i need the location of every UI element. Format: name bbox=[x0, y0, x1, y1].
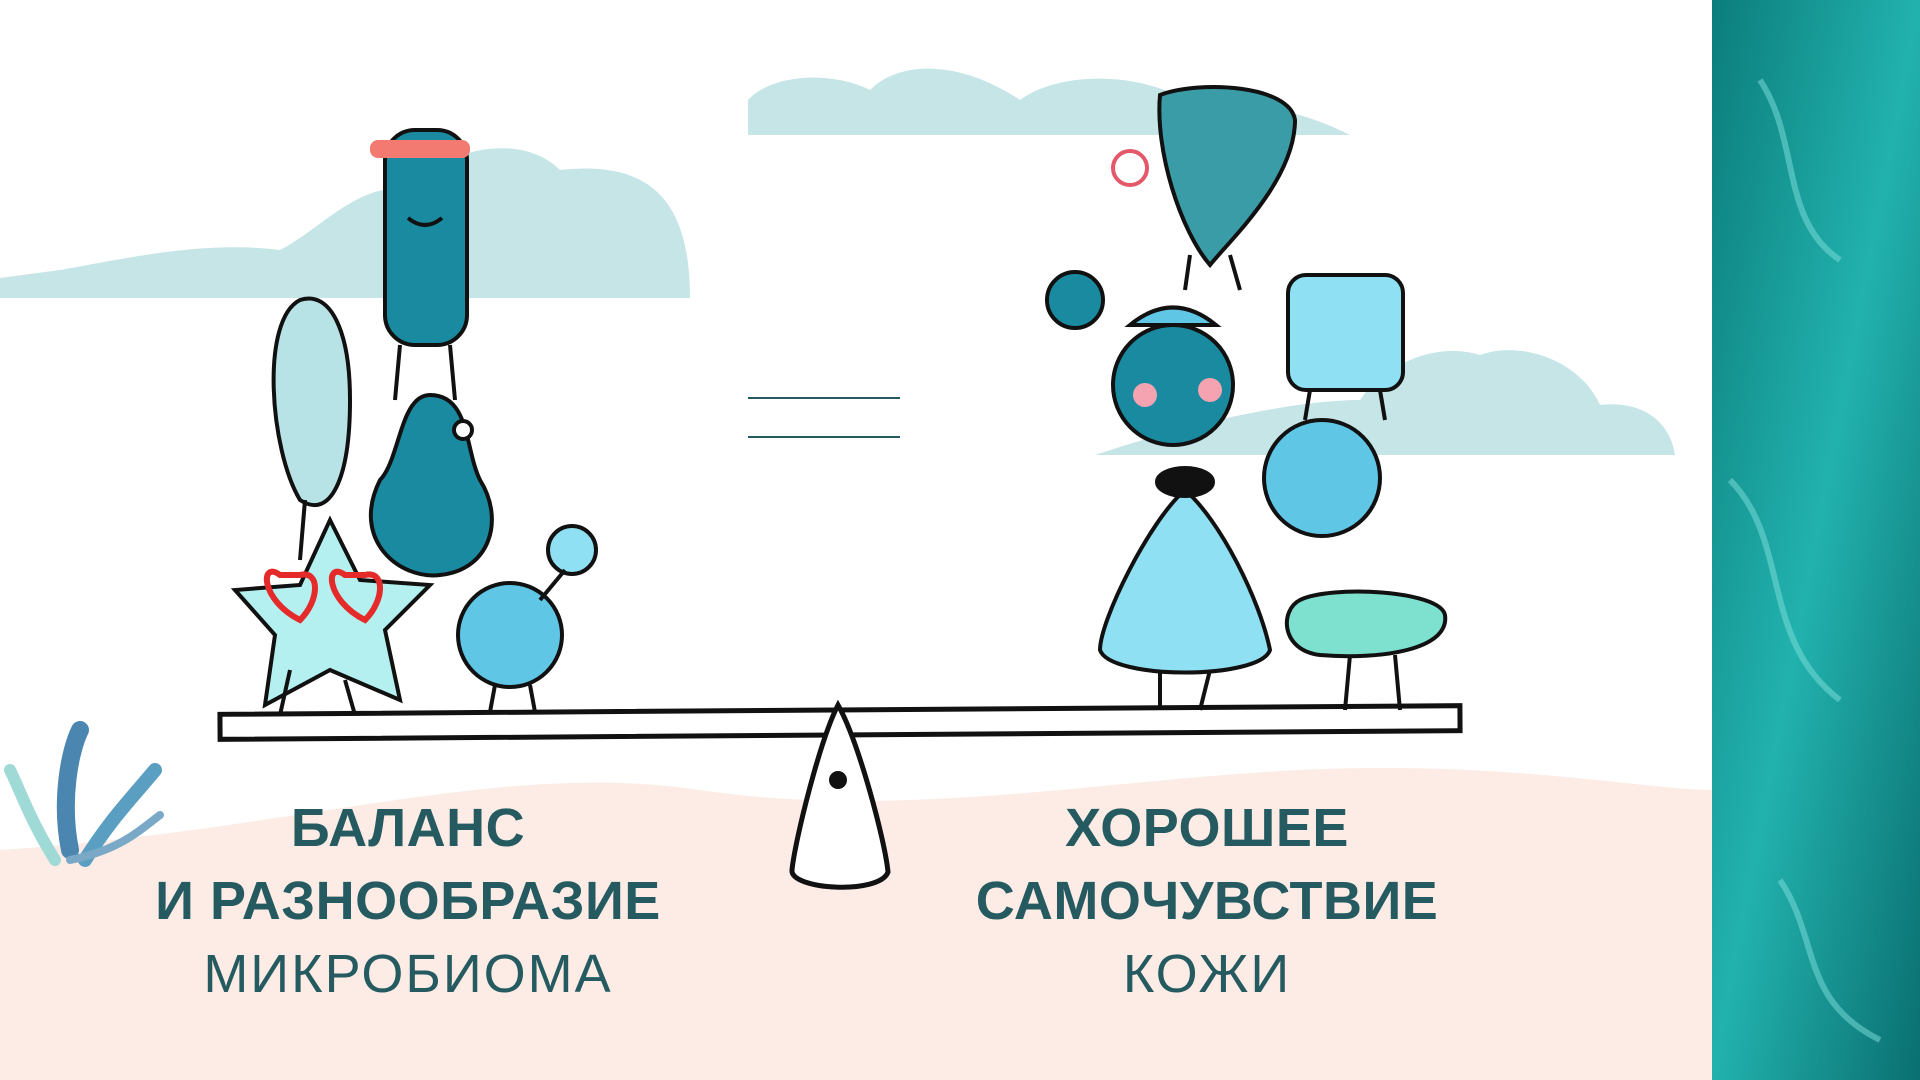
cone-microbe-bowler-hat bbox=[1097, 466, 1273, 711]
ground-background bbox=[0, 767, 1712, 1080]
right-microbe-characters bbox=[1045, 85, 1448, 711]
right-caption: ХОРОШЕЕ САМОЧУВСТВИЕ КОЖИ bbox=[857, 792, 1557, 1011]
right-caption-line2: САМОЧУВСТВИЕ bbox=[975, 871, 1439, 931]
flat-microbe-sleepy bbox=[1285, 589, 1448, 711]
pear-microbe-winking bbox=[368, 392, 494, 578]
small-round-microbe-bow bbox=[456, 524, 598, 713]
left-caption-line2: И РАЗНООБРАЗИЕ bbox=[155, 871, 661, 931]
square-microbe-tongue bbox=[1286, 273, 1405, 421]
star-microbe-heart-glasses bbox=[230, 515, 435, 716]
right-caption-line1: ХОРОШЕЕ bbox=[1065, 798, 1349, 858]
triangle-microbe-lollipop bbox=[1111, 85, 1298, 291]
seesaw-fulcrum bbox=[789, 699, 891, 890]
left-microbe-characters bbox=[230, 128, 598, 716]
bald-microbe-with-headphones bbox=[271, 296, 353, 561]
right-caption-line3: КОЖИ bbox=[1122, 944, 1292, 1004]
round-microbe-hat bbox=[1045, 270, 1235, 447]
round-microbe-sad bbox=[1262, 418, 1382, 538]
teal-water-panel bbox=[1712, 0, 1920, 1080]
tall-rod-microbe bbox=[370, 128, 470, 401]
left-caption-line1: БАЛАНС bbox=[290, 798, 526, 858]
left-caption: БАЛАНС И РАЗНООБРАЗИЕ МИКРОБИОМА bbox=[58, 792, 758, 1011]
left-caption-line3: МИКРОБИОМА bbox=[203, 944, 613, 1004]
plant-decoration bbox=[4, 721, 164, 867]
middle-lines bbox=[748, 397, 900, 438]
